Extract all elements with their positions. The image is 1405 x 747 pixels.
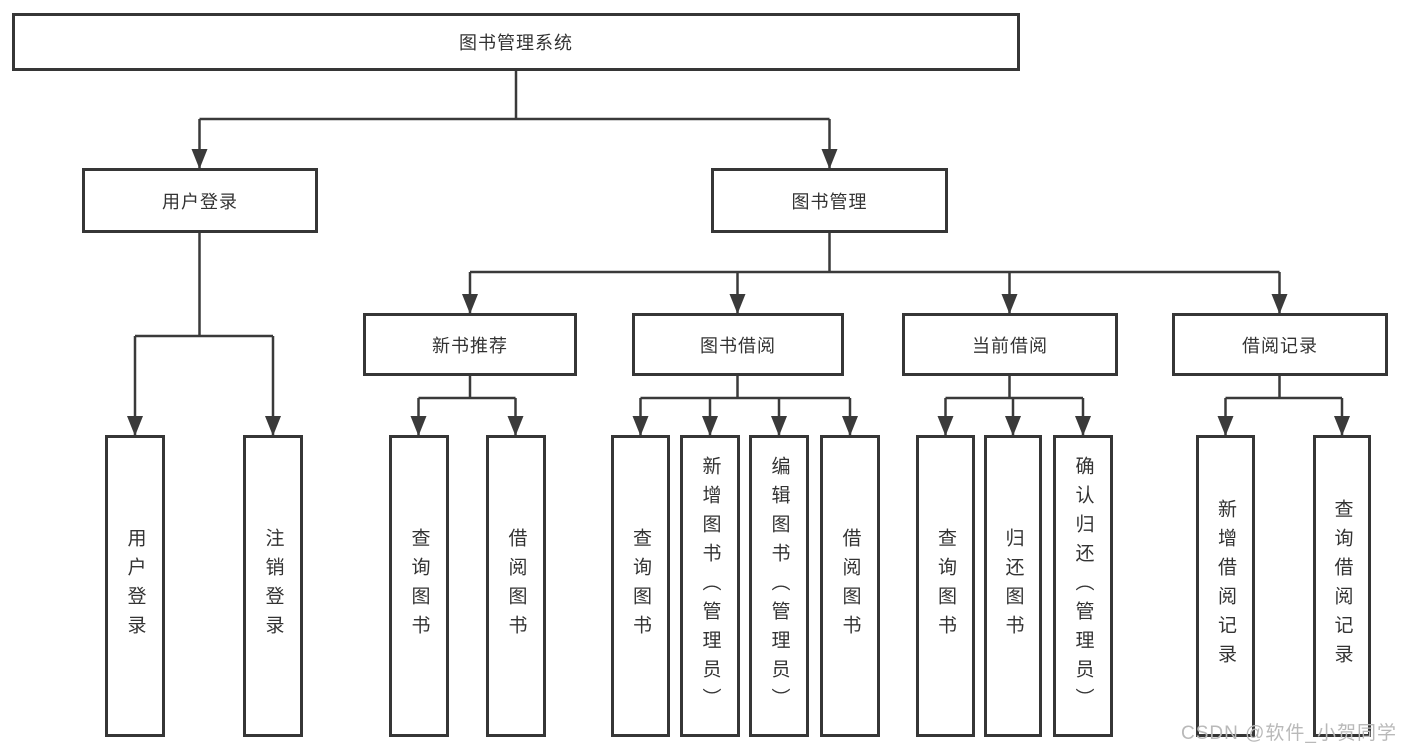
leaf-edit-books-admin: 编辑图书（管理员） [749,435,809,737]
connector-current-borrow [945,375,1083,400]
connector-book-borrowing [640,375,850,400]
watermark: CSDN @软件_小贺同学 [1181,723,1397,744]
node-borrowing-records: 借阅记录 [1172,313,1388,376]
node-user-login: 用户登录 [82,168,318,233]
leaf-return-books: 归还图书 [984,435,1042,737]
leaf-logout-login: 注销登录 [243,435,303,737]
connector-book-management [470,233,1280,274]
leaf-query-books-recommend: 查询图书 [389,435,449,737]
leaf-borrow-books-recommend: 借阅图书 [486,435,546,737]
node-new-book-recommendation: 新书推荐 [363,313,577,376]
leaf-confirm-return-admin: 确认归还（管理员） [1053,435,1113,737]
connector-new-book-rec [418,375,516,400]
leaf-query-borrow-record: 查询借阅记录 [1313,435,1371,737]
leaf-add-borrow-record: 新增借阅记录 [1196,435,1255,737]
connector-root [199,70,830,121]
leaf-add-books-admin: 新增图书（管理员） [680,435,740,737]
node-book-management: 图书管理 [711,168,948,233]
leaf-user-login: 用户登录 [105,435,165,737]
connector-borrow-records [1225,375,1342,400]
leaf-borrow-books-borrowing: 借阅图书 [820,435,880,737]
connector-user-login [135,233,273,338]
leaf-query-books-borrowing: 查询图书 [611,435,670,737]
node-current-borrowing: 当前借阅 [902,313,1118,376]
node-book-borrowing: 图书借阅 [632,313,844,376]
node-library-management-system: 图书管理系统 [12,13,1020,71]
leaf-query-books-current: 查询图书 [916,435,975,737]
